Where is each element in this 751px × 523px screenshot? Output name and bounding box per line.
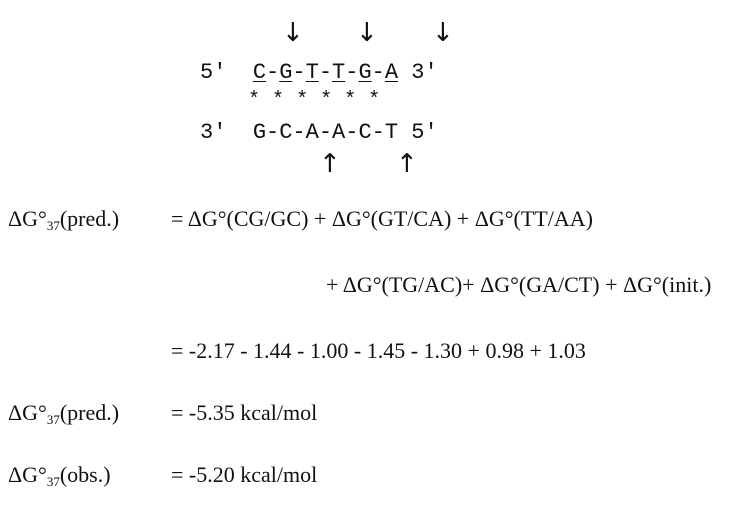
strand-end-label: 5'	[200, 60, 227, 85]
top-strand: 5' C-G-T-T-G-A 3'	[200, 60, 438, 85]
temperature-subscript: 37	[46, 218, 60, 233]
arrow-down-icon: ↓	[282, 18, 304, 48]
sum-expression-line2: + ΔG°(TG/AC)+ ΔG°(GA/CT) + ΔG°(init.)	[326, 272, 712, 297]
strand-end-label: 3'	[200, 120, 227, 145]
bottom-strand: 3' G-C-A-A-C-T 5'	[200, 120, 438, 145]
base: T	[332, 60, 346, 85]
arrow-down-icon: ↓	[432, 18, 454, 48]
pair-mark: *	[296, 89, 309, 112]
delta-g-obs-label: ΔG°37(obs.)	[8, 462, 111, 495]
strand-end-label: 3'	[411, 60, 438, 85]
pair-mark: *	[320, 89, 333, 112]
arrow-up-icon: ↑	[319, 149, 341, 179]
pred-tag: (pred.)	[59, 206, 120, 231]
base: C	[279, 120, 293, 145]
delta-g-pred-label: ΔG°37(pred.)	[8, 206, 119, 239]
pred-tag: (pred.)	[59, 400, 120, 425]
pair-mark: *	[248, 89, 261, 112]
pairing-marks: * * * * * *	[200, 90, 380, 112]
base: G	[279, 60, 293, 85]
base: G	[252, 120, 267, 145]
pair-mark: *	[344, 89, 357, 112]
pair-mark: *	[272, 89, 285, 112]
arrow-down-icon: ↓	[356, 18, 378, 48]
strand-end-label: 5'	[411, 120, 438, 145]
temperature-subscript: 37	[46, 412, 60, 427]
base: A	[332, 120, 346, 145]
base: C	[358, 120, 372, 145]
obs-tag: (obs.)	[59, 462, 111, 487]
base: G	[358, 60, 372, 85]
pair-mark: *	[368, 89, 381, 112]
delta-g-symbol: ΔG°	[8, 400, 47, 425]
predicted-value: = -5.35 kcal/mol	[171, 400, 318, 425]
observed-value: = -5.20 kcal/mol	[171, 462, 318, 487]
delta-g-symbol: ΔG°	[8, 206, 47, 231]
delta-g-symbol: ΔG°	[8, 462, 47, 487]
dna-duplex-diagram: ↓ ↓ ↓ 5' C-G-T-T-G-A 3' * * * * * * 3' G…	[200, 8, 510, 198]
base: C	[252, 60, 267, 85]
base: A	[305, 120, 319, 145]
base: T	[384, 120, 399, 145]
delta-g-pred-label: ΔG°37(pred.)	[8, 400, 119, 433]
sum-expression-line1: = ΔG°(CG/GC) + ΔG°(GT/CA) + ΔG°(TT/AA)	[171, 206, 593, 231]
base: A	[384, 60, 399, 85]
temperature-subscript: 37	[46, 474, 60, 489]
base: T	[305, 60, 319, 85]
numeric-expression: = -2.17 - 1.44 - 1.00 - 1.45 - 1.30 + 0.…	[171, 338, 586, 363]
arrow-up-icon: ↑	[396, 149, 418, 179]
